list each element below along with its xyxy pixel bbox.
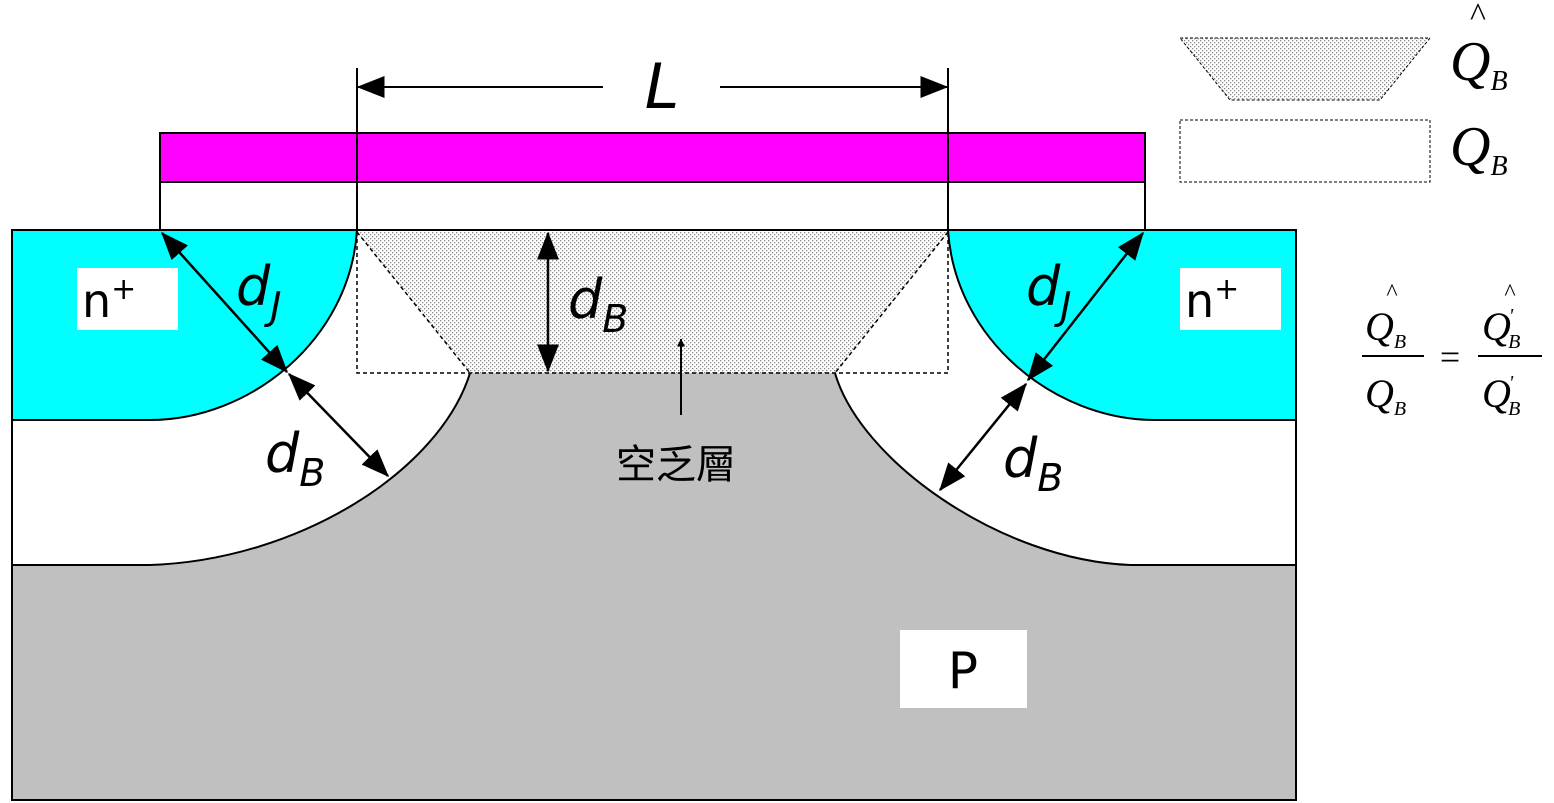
left-depletion-depth-arrow <box>288 372 389 478</box>
trapezoid-edge-left <box>356 231 471 374</box>
left-junction-depth-arrow <box>161 231 288 374</box>
drain-junction-boundary <box>947 229 1296 421</box>
gate-metal <box>159 132 1146 183</box>
gate-charge-rect-outline <box>356 232 949 374</box>
center-depth-label: dB <box>568 268 628 341</box>
trapezoid-edge-right <box>834 231 949 374</box>
eq-right-numerator: Q'B <box>1482 304 1520 353</box>
right-depletion-depth-label: dB <box>1003 427 1063 500</box>
gate-charge-trapezoid <box>357 232 948 373</box>
right-junction-depth-arrow <box>1027 231 1144 382</box>
depletion-layer-label: 空乏層 <box>616 442 736 488</box>
drain-label: n+ <box>1185 272 1239 328</box>
eq-equals: = <box>1440 337 1460 377</box>
substrate-label-box <box>900 630 1027 708</box>
eq-left-numerator: QB <box>1365 304 1406 353</box>
depletion-curve-right <box>834 372 1131 566</box>
charge-ratio-equation: ^ QB QB = ^ Q'B Q'B <box>1362 280 1542 420</box>
legend-trapezoid-swatch <box>1178 37 1432 101</box>
eq-left-num-hat: ^ <box>1386 280 1397 306</box>
channel-length-label: L <box>645 50 680 123</box>
left-junction-depth-label: dJ <box>236 255 282 328</box>
drain-label-box <box>1180 268 1281 330</box>
substrate-label: P <box>948 642 978 700</box>
eq-right-num-hat: ^ <box>1504 280 1515 306</box>
left-depletion-depth-label: dB <box>265 422 325 495</box>
gate-oxide <box>159 181 1146 231</box>
source-label: n+ <box>82 272 136 328</box>
legend-rectangle-swatch <box>1179 119 1431 183</box>
eq-left-denominator: QB <box>1365 371 1406 420</box>
depletion-curve-left <box>149 372 471 566</box>
legend-hat-charge-label: QB <box>1450 31 1508 97</box>
source-label-box <box>77 268 178 330</box>
eq-right-denominator: Q'B <box>1482 371 1520 420</box>
legend-hat-mark: ^ <box>1470 0 1486 34</box>
right-depletion-depth-arrow <box>939 382 1027 492</box>
legend-charge-label: QB <box>1450 116 1508 182</box>
right-junction-depth-label: dJ <box>1026 255 1072 328</box>
